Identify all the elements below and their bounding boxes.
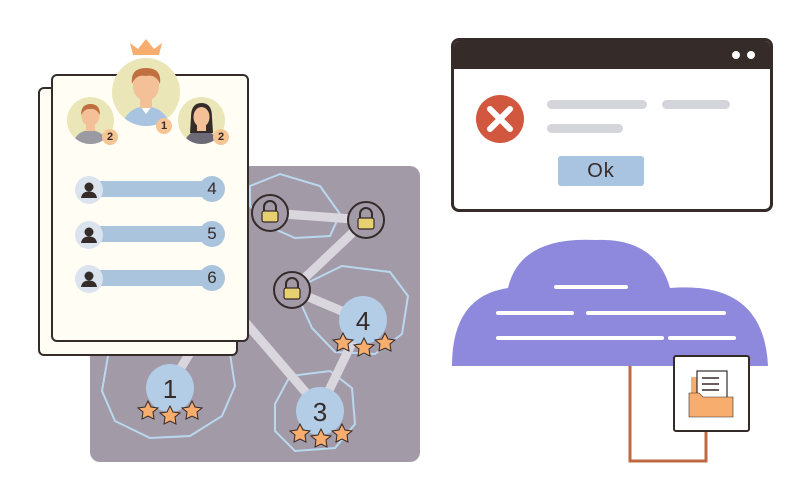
star-rating: [331, 331, 397, 357]
cloud-text-lines: [496, 285, 736, 340]
folder-icon: [688, 370, 734, 418]
star-icon: [136, 399, 160, 420]
level-node-3[interactable]: 3: [288, 387, 354, 448]
level-node-1[interactable]: 1: [136, 364, 204, 425]
rank-badge: 1: [156, 118, 172, 134]
locked-node[interactable]: [347, 201, 385, 239]
score-value: 6: [199, 265, 225, 291]
locked-node[interactable]: [273, 271, 311, 309]
window-control-dot[interactable]: [747, 51, 755, 59]
star-icon: [309, 427, 333, 448]
user-icon: [75, 265, 103, 293]
avatar-top-player[interactable]: [112, 58, 180, 126]
leaderboard-row[interactable]: 4: [75, 176, 225, 204]
window-control-dot[interactable]: [732, 51, 740, 59]
locked-node[interactable]: [251, 194, 289, 232]
lock-icon: [357, 207, 375, 230]
placeholder-text-line: [547, 100, 647, 109]
lock-icon: [283, 277, 301, 300]
level-number: 3: [313, 397, 327, 427]
star-icon: [331, 331, 355, 352]
window-titlebar: [454, 41, 770, 69]
lock-icon: [261, 200, 279, 223]
placeholder-text-line: [547, 124, 623, 133]
leaderboard-row[interactable]: 6: [75, 265, 225, 293]
rank-badge: 2: [102, 129, 118, 145]
rank-badge: 2: [213, 129, 229, 145]
region-outline: [274, 369, 357, 453]
star-icon: [330, 422, 354, 443]
crown-icon: [130, 39, 162, 55]
user-icon: [75, 221, 103, 249]
placeholder-text-line: [662, 100, 730, 109]
star-icon: [373, 331, 397, 352]
user-icon: [75, 176, 103, 204]
star-icon: [158, 404, 182, 425]
error-x-icon: [476, 95, 524, 143]
star-icon: [288, 422, 312, 443]
cloud-icon: [452, 239, 768, 463]
score-value: 5: [199, 221, 225, 247]
level-node-4[interactable]: 4: [331, 296, 397, 357]
star-icon: [352, 336, 376, 357]
ok-button[interactable]: Ok: [558, 156, 644, 186]
score-bar: [95, 181, 211, 197]
score-bar: [95, 270, 211, 286]
star-icon: [180, 399, 204, 420]
folder-card[interactable]: [673, 355, 750, 432]
leaderboard-row[interactable]: 5: [75, 221, 225, 249]
star-rating: [136, 399, 204, 425]
level-number: 1: [163, 374, 177, 404]
score-bar: [95, 226, 211, 242]
error-dialog: Ok: [451, 38, 773, 212]
level-number: 4: [356, 306, 370, 336]
score-value: 4: [199, 176, 225, 202]
star-rating: [288, 422, 354, 448]
